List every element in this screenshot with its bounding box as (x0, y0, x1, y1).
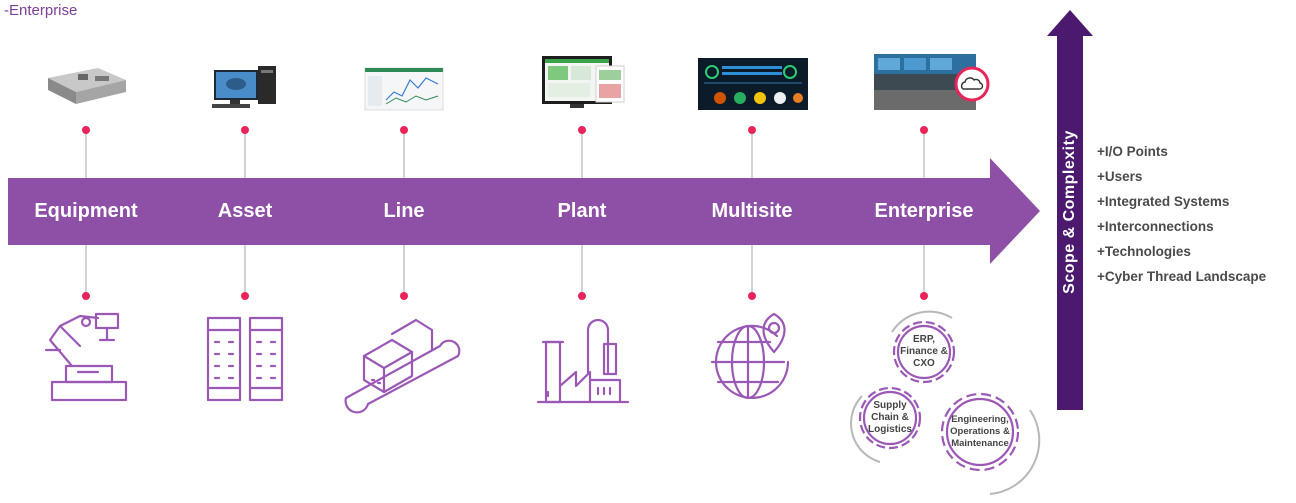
complexity-item: +Technologies (1097, 244, 1191, 259)
connector-dot (241, 126, 249, 134)
connector-dot (400, 126, 408, 134)
factory-icon (536, 318, 630, 404)
connector-dot (748, 292, 756, 300)
complexity-item: +Cyber Thread Landscape (1097, 269, 1267, 284)
connector-dot (578, 126, 586, 134)
stage-label-multisite: Multisite (711, 200, 793, 222)
complexity-list: +I/O Points +Users +Integrated Systems +… (1097, 139, 1266, 289)
connector-dot (920, 126, 928, 134)
connector-dot (578, 292, 586, 300)
stage-label-plant: Plant (557, 200, 607, 222)
cloud-icon (954, 66, 990, 102)
scope-complexity-label: Scope & Complexity (1061, 130, 1078, 294)
line-dashboard-image (364, 67, 444, 111)
conveyor-icon (344, 318, 461, 414)
gear-label-engineering: Engineering,Operations &Maintenance (950, 414, 1010, 449)
desktop-computer-image (212, 66, 276, 108)
complexity-item: +Integrated Systems (1097, 194, 1230, 209)
connector-dot (82, 126, 90, 134)
stage-label-equipment: Equipment (34, 200, 138, 222)
gears-icon (850, 310, 1041, 495)
connector-dot (400, 292, 408, 300)
server-rack-icon (206, 316, 284, 402)
complexity-item: +Users (1097, 169, 1143, 184)
connector-dot (82, 292, 90, 300)
plant-monitor-image (542, 56, 625, 108)
connector-dot (748, 126, 756, 134)
stage-label-asset: Asset (217, 200, 273, 222)
multisite-dashboard-image (698, 58, 808, 110)
stage-label-enterprise: Enterprise (874, 200, 974, 222)
gear-label-erp: ERP,Finance &CXO (900, 334, 948, 369)
raspberry-pi-image (48, 68, 126, 104)
scope-arrow (1047, 10, 1093, 410)
robot-arm-icon (44, 312, 128, 402)
stage-arrow (8, 158, 1040, 264)
connector-dot (920, 292, 928, 300)
corner-label: -Enterprise (4, 2, 78, 19)
stage-label-line: Line (383, 200, 425, 222)
complexity-item: +I/O Points (1097, 144, 1168, 159)
complexity-item: +Interconnections (1097, 219, 1214, 234)
globe-pin-icon (710, 312, 790, 400)
connector-dot (241, 292, 249, 300)
